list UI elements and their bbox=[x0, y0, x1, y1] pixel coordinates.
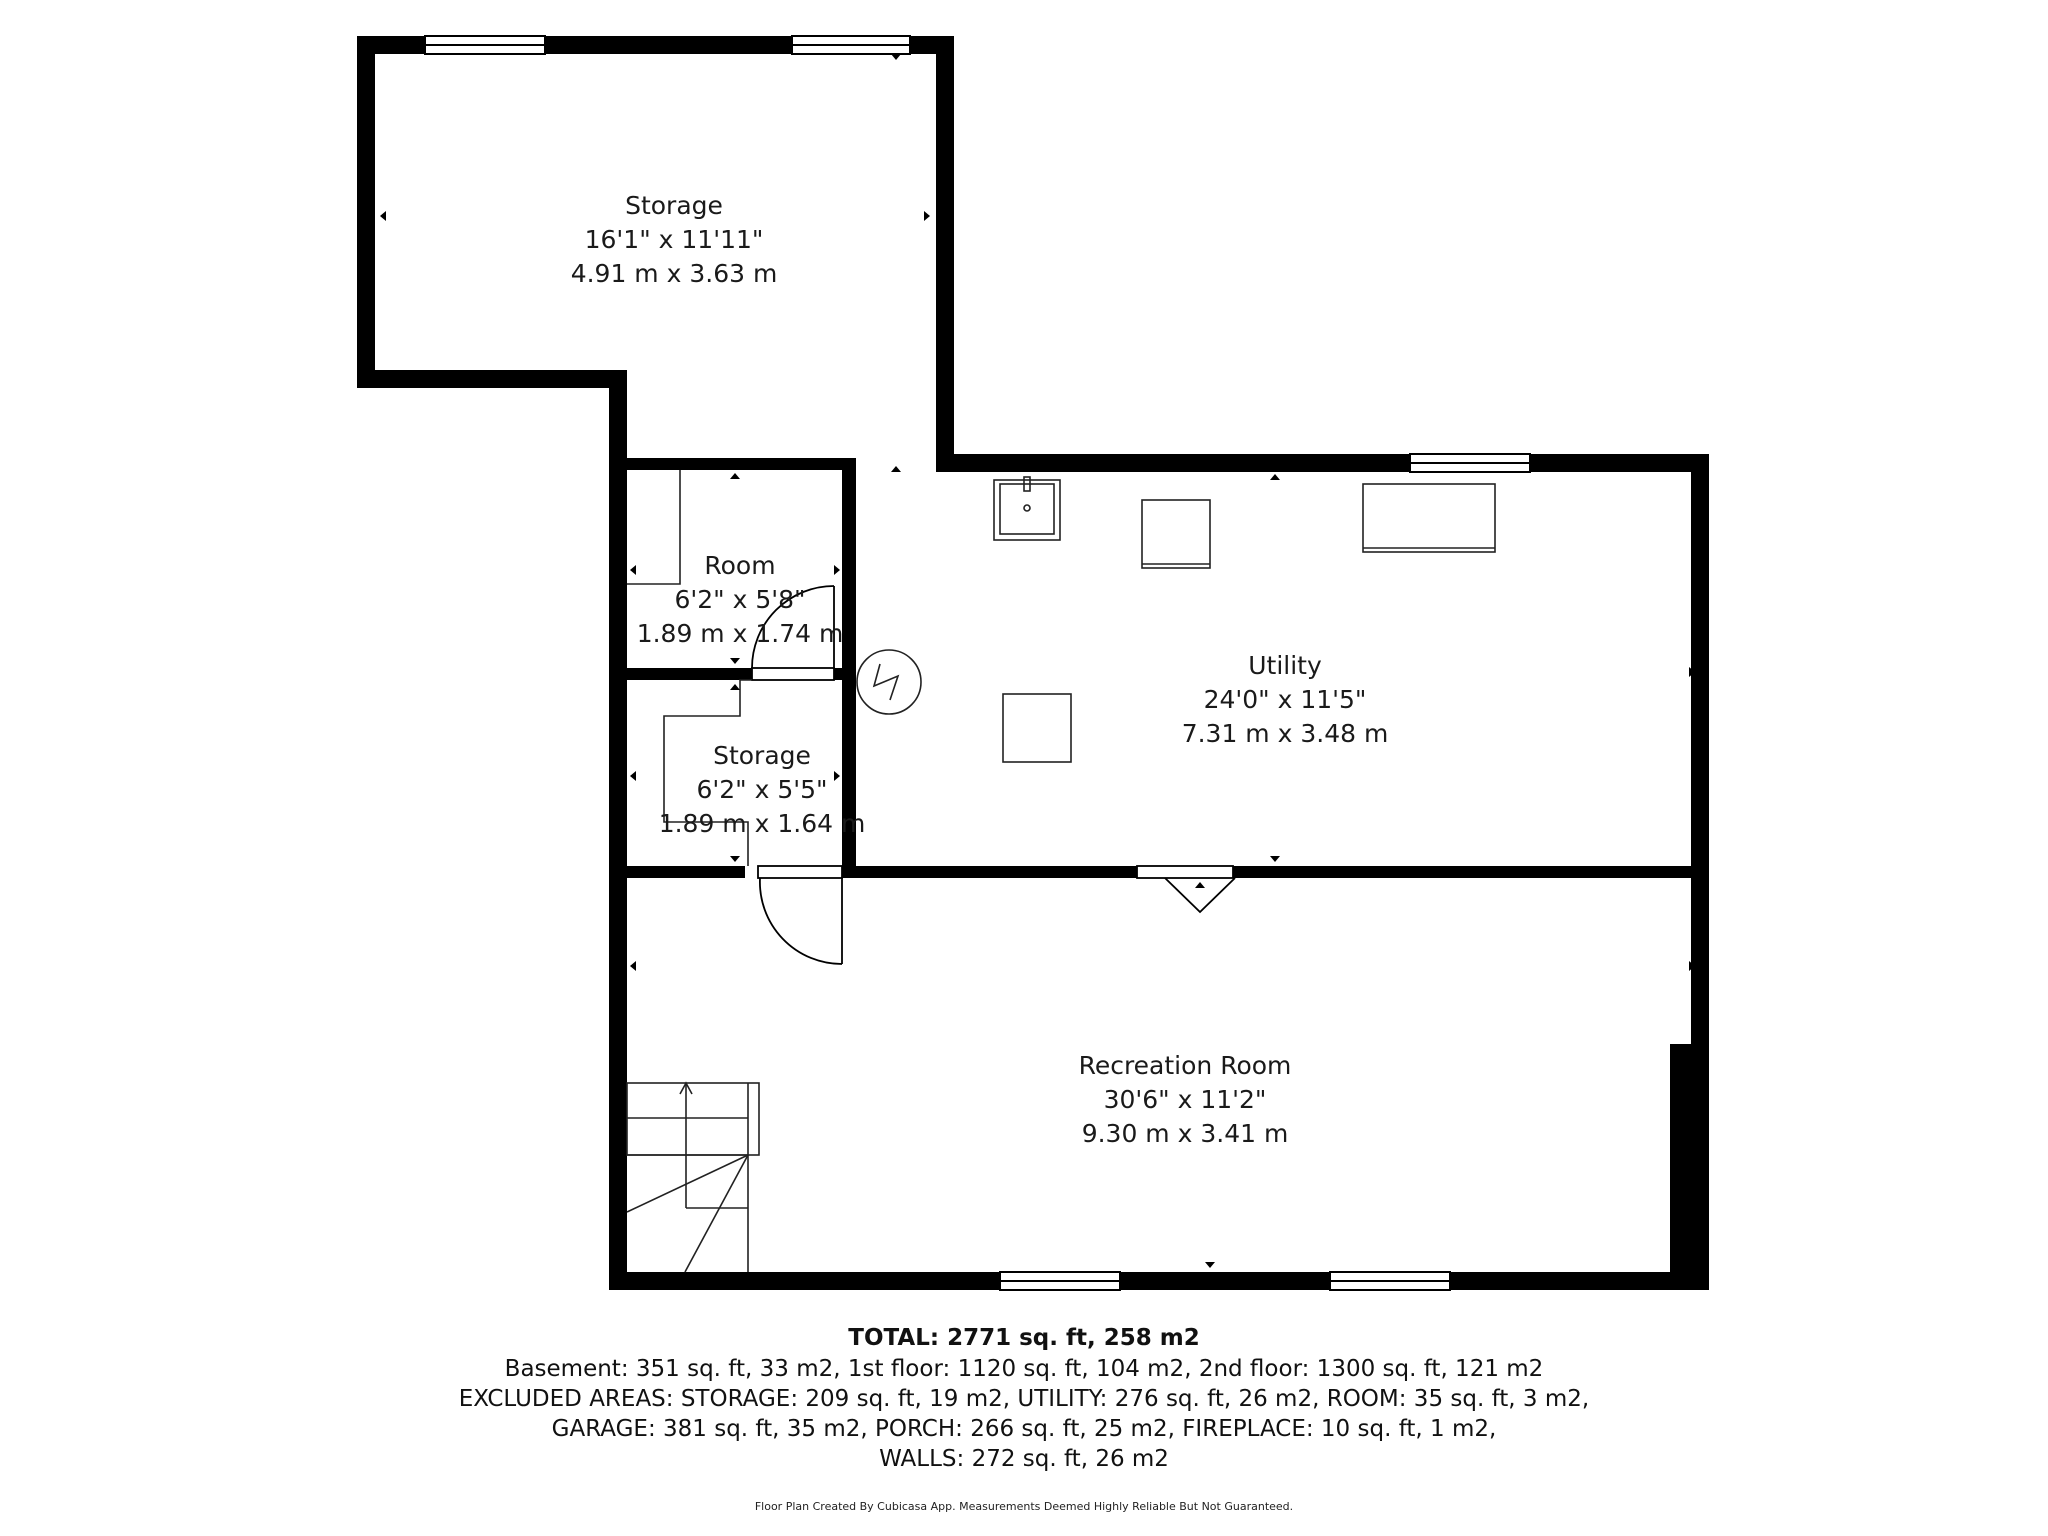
floor-areas: Basement: 351 sq. ft, 33 m2, 1st floor: … bbox=[504, 1356, 1544, 1382]
room-name: Recreation Room bbox=[1079, 1051, 1292, 1080]
room-dimensions-metric: 1.89 m x 1.64 m bbox=[659, 809, 866, 838]
interior-walls bbox=[609, 458, 1709, 878]
room-name: Room bbox=[704, 551, 775, 580]
excluded-areas-line-1: EXCLUDED AREAS: STORAGE: 209 sq. ft, 19 … bbox=[458, 1386, 1590, 1412]
windows bbox=[424, 35, 1531, 1291]
room-dimensions-metric: 7.31 m x 3.48 m bbox=[1182, 719, 1389, 748]
room-name: Utility bbox=[1248, 651, 1322, 680]
room-dimensions-imperial: 6'2" x 5'5" bbox=[696, 775, 827, 804]
excluded-areas-line-2: GARAGE: 381 sq. ft, 35 m2, PORCH: 266 sq… bbox=[551, 1416, 1497, 1442]
appliance bbox=[1141, 499, 1211, 569]
total-area: TOTAL: 2771 sq. ft, 258 m2 bbox=[848, 1325, 1200, 1351]
room-name: Storage bbox=[625, 191, 723, 220]
room-name: Storage bbox=[713, 741, 811, 770]
outer-walls bbox=[357, 36, 1709, 1290]
room-dimensions-metric: 1.89 m x 1.74 m bbox=[637, 619, 844, 648]
room-labels: Storage 16'1" x 11'11" 4.91 m x 3.63 m R… bbox=[571, 191, 1389, 1148]
excluded-areas-line-3: WALLS: 272 sq. ft, 26 m2 bbox=[879, 1446, 1169, 1472]
room-dimensions-imperial: 16'1" x 11'11" bbox=[585, 225, 764, 254]
furnace bbox=[1002, 693, 1072, 763]
dimension-markers bbox=[380, 54, 1695, 1268]
room-dimensions-imperial: 30'6" x 11'2" bbox=[1104, 1085, 1267, 1114]
fixtures bbox=[626, 470, 1496, 1273]
area-summary: TOTAL: 2771 sq. ft, 258 m2 Basement: 351… bbox=[0, 1322, 2048, 1474]
room-dimensions-imperial: 6'2" x 5'8" bbox=[674, 585, 805, 614]
room-dimensions-imperial: 24'0" x 11'5" bbox=[1204, 685, 1367, 714]
electrical-panel-icon bbox=[856, 649, 922, 715]
credit-note: Floor Plan Created By Cubicasa App. Meas… bbox=[754, 1500, 1294, 1513]
room-dimensions-metric: 4.91 m x 3.63 m bbox=[571, 259, 778, 288]
sink bbox=[993, 479, 1061, 541]
stairs bbox=[626, 1081, 760, 1273]
room-dimensions-metric: 9.30 m x 3.41 m bbox=[1082, 1119, 1289, 1148]
doors bbox=[751, 585, 1236, 965]
appliance bbox=[1362, 483, 1496, 553]
